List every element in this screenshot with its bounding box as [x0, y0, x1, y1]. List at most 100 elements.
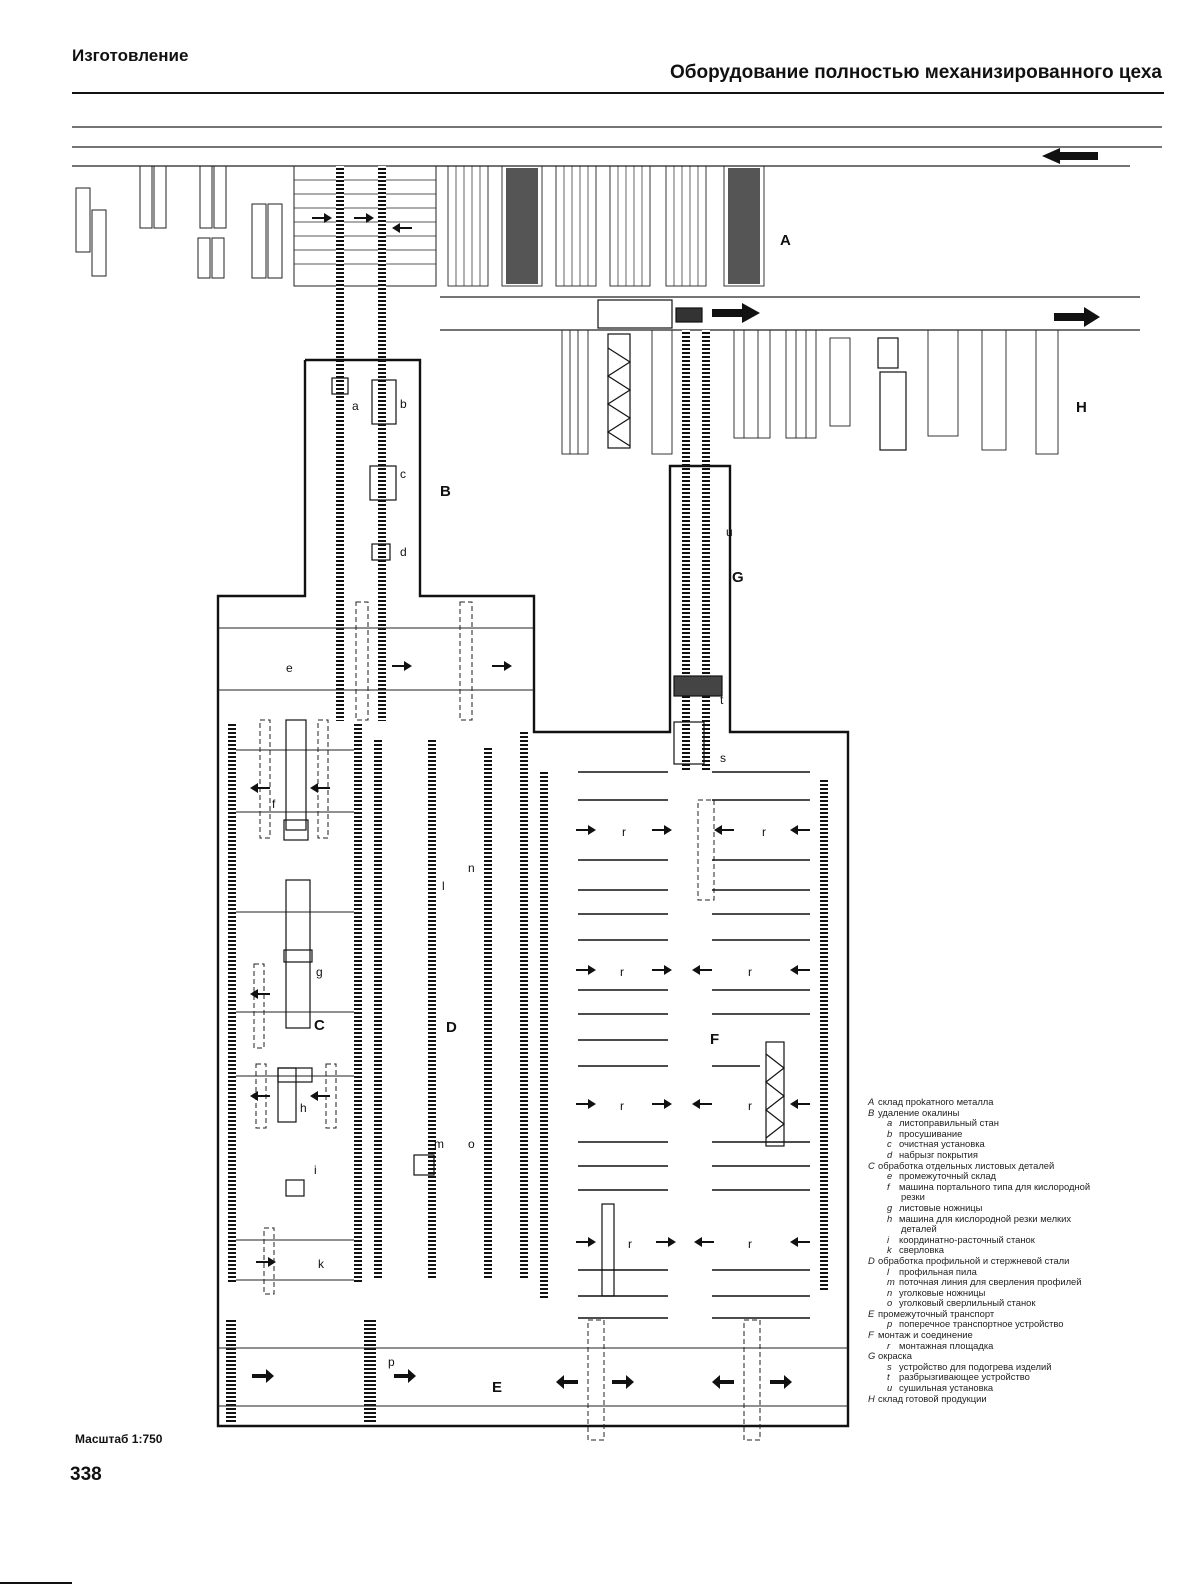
legend-key: a: [887, 1117, 893, 1129]
legend-text: листовые ножницы: [899, 1201, 983, 1213]
legend-key: o: [887, 1297, 893, 1309]
flow-arrows: [250, 148, 1100, 1389]
legend-entry: t разбрызгивающее устройство: [868, 1372, 1168, 1383]
zone-label-d: D: [446, 1019, 457, 1036]
legend-text: машина для кислородной резки мелких: [899, 1212, 1072, 1224]
station-label-g: g: [316, 965, 323, 979]
station-label-u: u: [726, 525, 733, 539]
legend-entry: f машина портального типа для кислородной: [868, 1180, 1168, 1193]
legend-text: разбрызгивающее устройство: [899, 1371, 1030, 1383]
legend-entry: c очистная установка: [868, 1139, 1168, 1150]
station-label-m: m: [434, 1137, 444, 1151]
station-label-r: r: [748, 965, 752, 979]
running-header-title: Оборудование полностью механизированного…: [669, 62, 1162, 83]
legend-text: промежуточный склад: [899, 1170, 997, 1182]
legend-key: i: [887, 1233, 890, 1245]
legend-text: машина портального типа для кислородной: [899, 1180, 1091, 1192]
legend-text: обработка профильной и стержневой стали: [878, 1254, 1070, 1266]
station-label-p: p: [388, 1355, 395, 1369]
legend-text: монтажная площадка: [899, 1339, 994, 1351]
zone-a-racks: [75, 165, 765, 287]
legend-text: резки: [901, 1191, 925, 1203]
running-header-section: Изготовление: [72, 46, 189, 65]
legend-entry: i координатно-расточный станок: [868, 1233, 1168, 1246]
legend-key: s: [887, 1360, 892, 1372]
legend-entry: резки: [868, 1192, 1168, 1203]
legend-text: уголковый сверлильный станок: [899, 1297, 1036, 1309]
station-label-r: r: [628, 1237, 632, 1251]
station-label-f: f: [272, 797, 276, 811]
legend-key: k: [887, 1244, 892, 1256]
legend-text: склад готовой продукции: [878, 1392, 987, 1404]
zone-label-f: F: [710, 1031, 719, 1048]
legend-key: c: [887, 1138, 892, 1150]
station-label-k: k: [318, 1257, 325, 1271]
footer-rule: [0, 1582, 72, 1584]
legend-key: t: [887, 1371, 890, 1383]
station-label-o: o: [468, 1137, 475, 1151]
zone-label-c: C: [314, 1017, 325, 1034]
zone-label-e: E: [492, 1379, 502, 1396]
legend-entry: b просушивание: [868, 1127, 1168, 1140]
legend-key: B: [868, 1106, 875, 1118]
legend-text: обработка отдельных листовых деталей: [878, 1159, 1055, 1171]
legend-text: окраска: [878, 1350, 912, 1362]
station-label-r: r: [620, 965, 624, 979]
legend-text: монтаж и соединение: [878, 1329, 973, 1341]
legend-text: поперечное транспортное устройство: [899, 1318, 1064, 1330]
assembly-lines: [578, 771, 810, 1319]
legend-text: устройство для подогрева изделий: [899, 1360, 1052, 1372]
station-label-r: r: [748, 1099, 752, 1113]
legend-key: h: [887, 1212, 893, 1224]
station-label-r: r: [748, 1237, 752, 1251]
legend-key: f: [887, 1180, 890, 1192]
legend-key: m: [887, 1276, 895, 1288]
legend-text: удаление окалины: [878, 1106, 960, 1118]
station-label-s: s: [720, 751, 726, 765]
zone-label-h: H: [1076, 399, 1087, 416]
station-label-r: r: [762, 825, 766, 839]
legend-entry: s устройство для подогрева изделий: [868, 1360, 1168, 1373]
legend-text: поточная линия для сверления профилей: [899, 1276, 1082, 1288]
zone-label-b: B: [440, 483, 451, 500]
legend-text: промежуточный транспорт: [878, 1307, 995, 1319]
zone-label-a: A: [780, 232, 791, 249]
legend-key: E: [868, 1307, 875, 1319]
station-label-r: r: [620, 1099, 624, 1113]
station-label-i: i: [314, 1163, 317, 1177]
station-label-a: a: [352, 399, 359, 413]
legend-key: C: [868, 1159, 875, 1171]
legend-text: деталей: [901, 1223, 937, 1235]
legend-text: просушивание: [899, 1127, 963, 1139]
rail-tracks: [226, 166, 828, 1424]
legend-key: D: [868, 1254, 875, 1266]
legend-text: набрызг покрытия: [899, 1148, 978, 1160]
station-label-r: r: [622, 825, 626, 839]
legend-key: F: [868, 1329, 874, 1341]
station-label-n: n: [468, 861, 475, 875]
scale-label: Масштаб 1:750: [75, 1432, 163, 1446]
legend-text: очистная установка: [899, 1138, 985, 1150]
legend-text: склад проkатного металла: [878, 1096, 994, 1107]
legend-entry: o уголковый сверлильный станок: [868, 1297, 1168, 1309]
legend-key: b: [887, 1127, 893, 1139]
legend-text: координатно-расточный станок: [899, 1233, 1035, 1245]
legend-text: сушильная установка: [899, 1382, 994, 1394]
